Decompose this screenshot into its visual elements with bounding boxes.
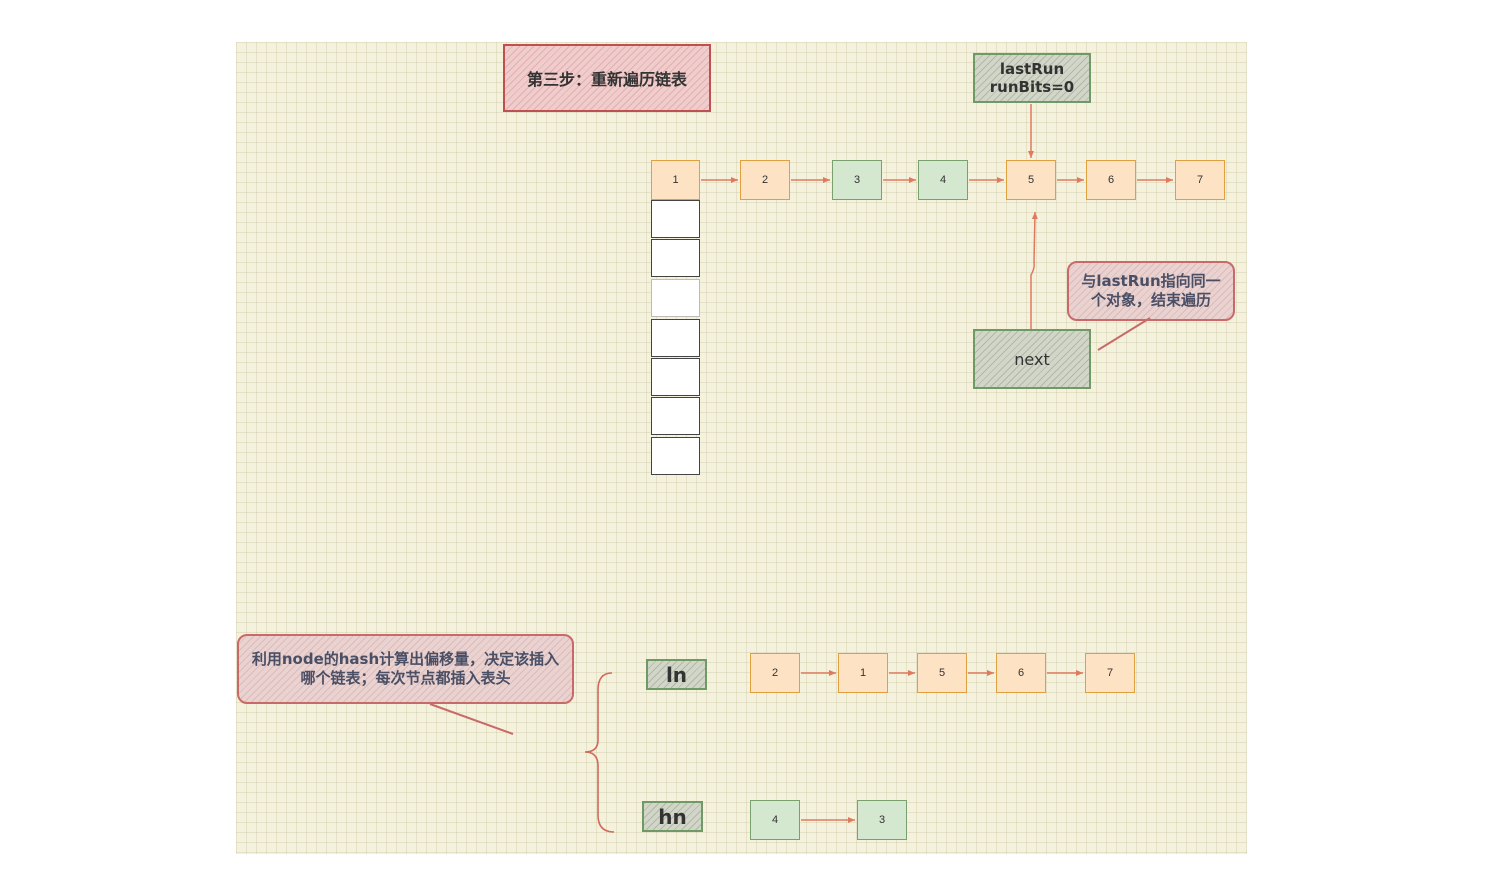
ln-node-7: 7	[1085, 653, 1135, 693]
chain-node-6: 6	[1086, 160, 1136, 200]
array-cell	[651, 437, 700, 475]
array-cell	[651, 200, 700, 238]
hn-node-4: 4	[750, 800, 800, 840]
next-pointer-box: next	[973, 329, 1091, 389]
ln-node-1: 1	[838, 653, 888, 693]
chain-node-5: 5	[1006, 160, 1056, 200]
array-cell	[651, 397, 700, 435]
array-cell	[651, 319, 700, 357]
hn-node-3: 3	[857, 800, 907, 840]
array-head-node: 1	[651, 160, 700, 200]
step-title: 第三步：重新遍历链表	[503, 44, 711, 112]
ln-label: ln	[646, 659, 707, 690]
last-run-box: lastRun runBits=0	[973, 53, 1091, 103]
hn-label: hn	[642, 801, 703, 832]
array-cell	[651, 239, 700, 277]
last-run-label: lastRun	[999, 60, 1065, 78]
ln-node-5: 5	[917, 653, 967, 693]
ln-node-2: 2	[750, 653, 800, 693]
last-run-callout: 与lastRun指向同一个对象，结束遍历	[1067, 261, 1235, 321]
array-cell	[651, 358, 700, 396]
hash-callout: 利用node的hash计算出偏移量，决定该插入哪个链表；每次节点都插入表头	[237, 634, 574, 704]
chain-node-3: 3	[832, 160, 882, 200]
chain-node-2: 2	[740, 160, 790, 200]
chain-node-7: 7	[1175, 160, 1225, 200]
array-cell	[651, 279, 700, 317]
chain-node-4: 4	[918, 160, 968, 200]
ln-node-6: 6	[996, 653, 1046, 693]
run-bits-label: runBits=0	[989, 78, 1075, 96]
